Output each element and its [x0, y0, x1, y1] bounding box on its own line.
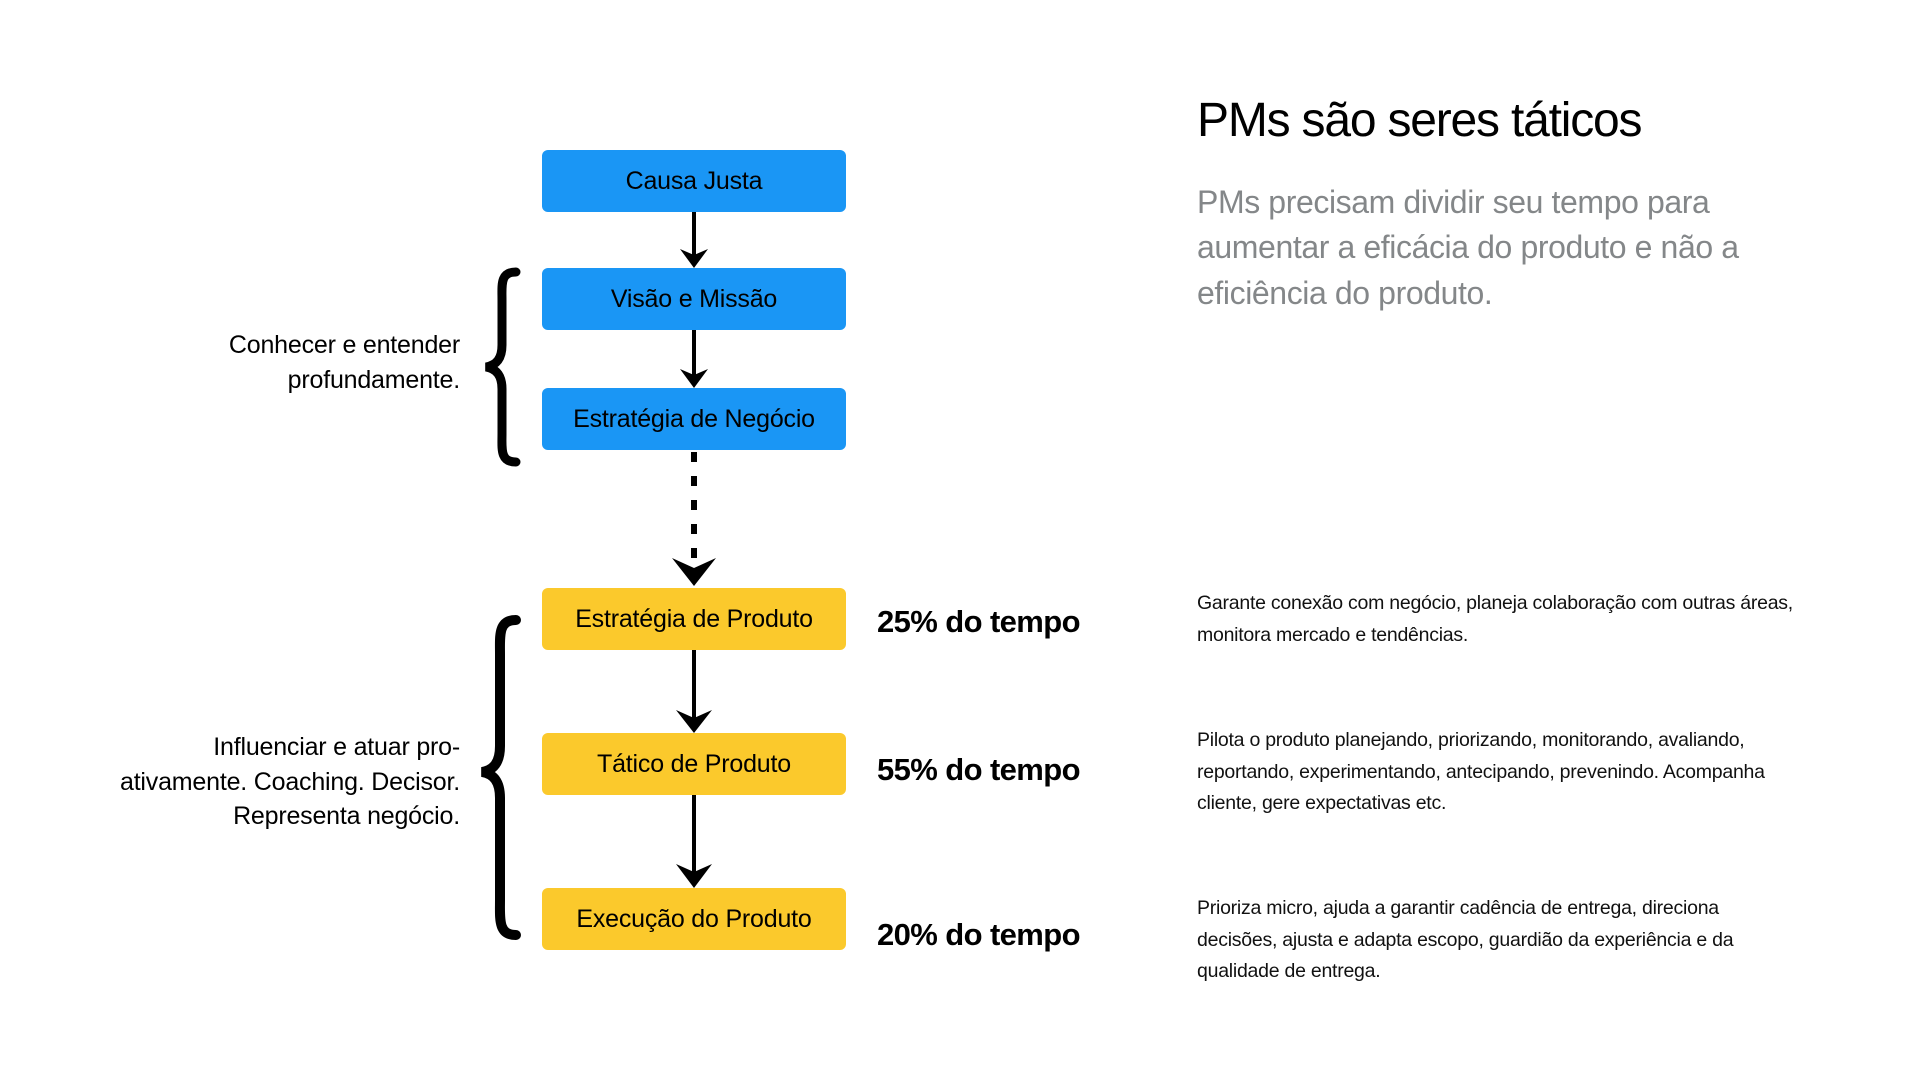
- flow-node-label: Execução do Produto: [576, 904, 812, 933]
- flow-node-label: Estratégia de Produto: [575, 604, 813, 633]
- flow-node-visao-missao[interactable]: Visão e Missão: [542, 268, 846, 330]
- flow-node-tatico-produto[interactable]: Tático de Produto: [542, 733, 846, 795]
- flow-node-label: Tático de Produto: [597, 749, 791, 778]
- connector-arrow-dashed: [672, 452, 716, 586]
- connector-arrow-solid-1: [680, 212, 708, 268]
- brace-bottom-shape: [480, 615, 521, 940]
- flow-node-causa-justa[interactable]: Causa Justa: [542, 150, 846, 212]
- brace-top-shape: [484, 267, 521, 467]
- description-estrategia-produto: Garante conexão com negócio, planeja col…: [1197, 592, 1793, 646]
- bracket-label-top: Conhecer e entender profundamente.: [228, 331, 460, 394]
- connector-arrow-solid-3: [676, 650, 712, 733]
- page-title: PMs são seres táticos: [1197, 94, 1643, 147]
- flow-node-label: Visão e Missão: [610, 284, 778, 313]
- flow-node-estrategia-negocio[interactable]: Estratégia de Negócio: [542, 388, 846, 450]
- time-allocation-execucao-produto: 20% do tempo: [877, 917, 1081, 952]
- flow-node-execucao-produto[interactable]: Execução do Produto: [542, 888, 846, 950]
- page-subtitle: PMs precisam dividir seu tempo para aume…: [1197, 184, 1739, 311]
- connector-arrow-solid-2: [680, 330, 708, 388]
- bracket-label-bottom: Influenciar e atuar pro-ativamente. Coac…: [119, 733, 460, 830]
- flow-node-estrategia-produto[interactable]: Estratégia de Produto: [542, 588, 846, 650]
- flow-node-label: Estratégia de Negócio: [573, 404, 815, 433]
- description-tatico-produto: Pilota o produto planejando, priorizando…: [1197, 729, 1765, 815]
- time-allocation-tatico-produto: 55% do tempo: [877, 752, 1081, 787]
- time-allocation-estrategia-produto: 25% do tempo: [877, 604, 1081, 639]
- connector-arrow-solid-4: [676, 795, 712, 888]
- flow-node-label: Causa Justa: [625, 166, 763, 195]
- description-execucao-produto: Prioriza micro, ajuda a garantir cadênci…: [1197, 897, 1734, 983]
